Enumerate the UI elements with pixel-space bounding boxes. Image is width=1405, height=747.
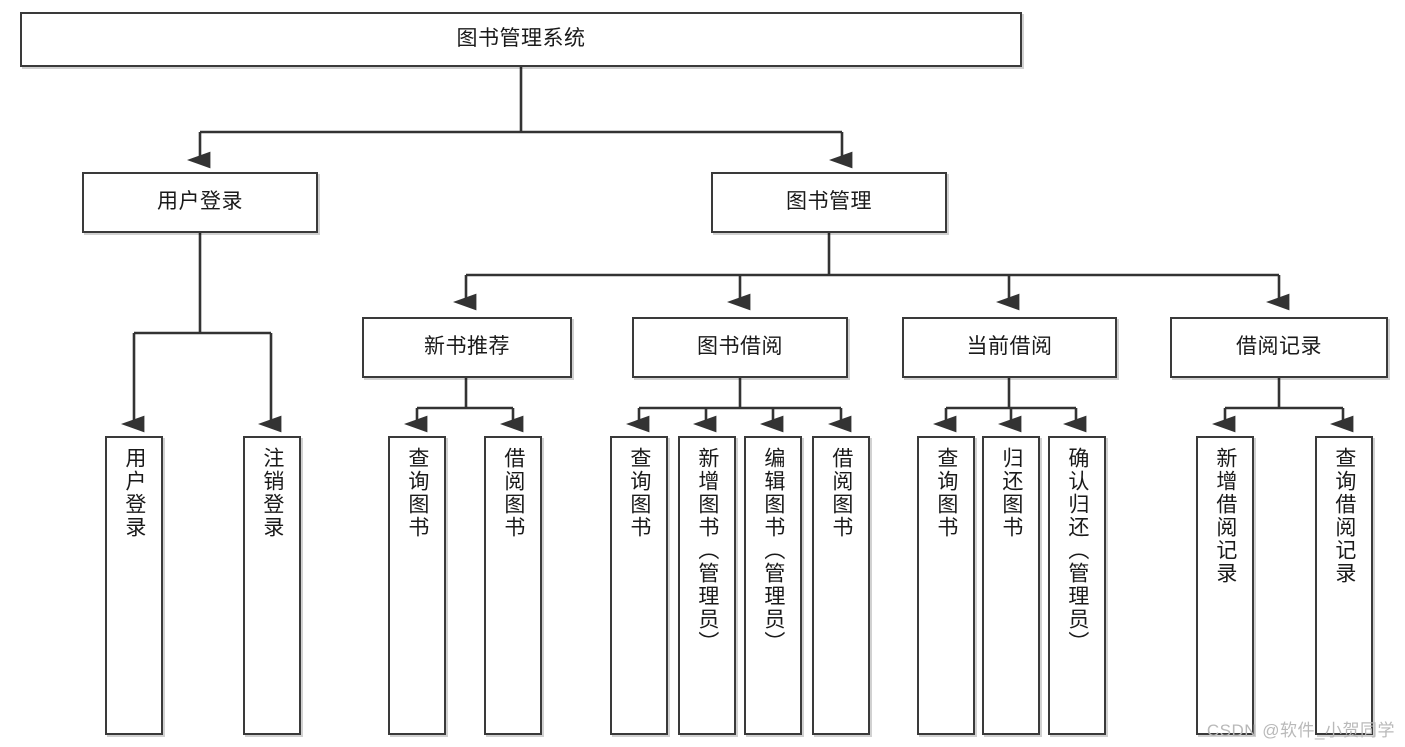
node-label: 当前借阅 xyxy=(966,335,1053,359)
node-label: 确认归还（管理员） xyxy=(1065,447,1089,654)
node-user-login[interactable]: 用户登录 xyxy=(82,172,318,233)
leaf-add-borrow-record[interactable]: 新增借阅记录 xyxy=(1196,436,1254,735)
node-label: 注销登录 xyxy=(260,447,284,539)
node-book-manage[interactable]: 图书管理 xyxy=(711,172,947,233)
node-label: 查询图书 xyxy=(627,447,651,539)
node-current-borrow[interactable]: 当前借阅 xyxy=(902,317,1117,378)
node-label: 借阅图书 xyxy=(829,447,853,539)
leaf-edit-book[interactable]: 编辑图书（管理员） xyxy=(744,436,802,735)
leaf-query-book-3[interactable]: 查询图书 xyxy=(917,436,975,735)
leaf-logout[interactable]: 注销登录 xyxy=(243,436,301,735)
node-book-borrow[interactable]: 图书借阅 xyxy=(632,317,848,378)
leaf-borrow-book-1[interactable]: 借阅图书 xyxy=(484,436,542,735)
node-label: 图书借阅 xyxy=(697,335,783,359)
node-label: 查询图书 xyxy=(405,447,429,539)
leaf-query-borrow-record[interactable]: 查询借阅记录 xyxy=(1315,436,1373,735)
node-label: 查询图书 xyxy=(934,447,958,539)
watermark-text: CSDN @软件_小贺同学 xyxy=(1206,721,1395,740)
node-label: 图书管理 xyxy=(786,190,872,214)
node-label: 编辑图书（管理员） xyxy=(761,447,785,654)
node-label: 用户登录 xyxy=(157,190,243,214)
node-root[interactable]: 图书管理系统 xyxy=(20,12,1022,67)
leaf-confirm-return[interactable]: 确认归还（管理员） xyxy=(1048,436,1106,735)
node-label: 借阅图书 xyxy=(501,447,525,539)
node-label: 新增图书（管理员） xyxy=(695,447,719,654)
leaf-borrow-book-2[interactable]: 借阅图书 xyxy=(812,436,870,735)
node-label: 新书推荐 xyxy=(424,335,510,359)
leaf-add-book[interactable]: 新增图书（管理员） xyxy=(678,436,736,735)
node-label: 归还图书 xyxy=(999,447,1023,539)
node-label: 借阅记录 xyxy=(1236,335,1322,359)
node-borrow-record[interactable]: 借阅记录 xyxy=(1170,317,1388,378)
leaf-query-book-1[interactable]: 查询图书 xyxy=(388,436,446,735)
leaf-user-login[interactable]: 用户登录 xyxy=(105,436,163,735)
node-new-book-recommend[interactable]: 新书推荐 xyxy=(362,317,572,378)
leaf-query-book-2[interactable]: 查询图书 xyxy=(610,436,668,735)
node-label: 查询借阅记录 xyxy=(1332,447,1356,585)
leaf-return-book[interactable]: 归还图书 xyxy=(982,436,1040,735)
node-label: 图书管理系统 xyxy=(456,27,586,51)
node-label: 用户登录 xyxy=(122,447,146,539)
node-label: 新增借阅记录 xyxy=(1213,447,1237,585)
